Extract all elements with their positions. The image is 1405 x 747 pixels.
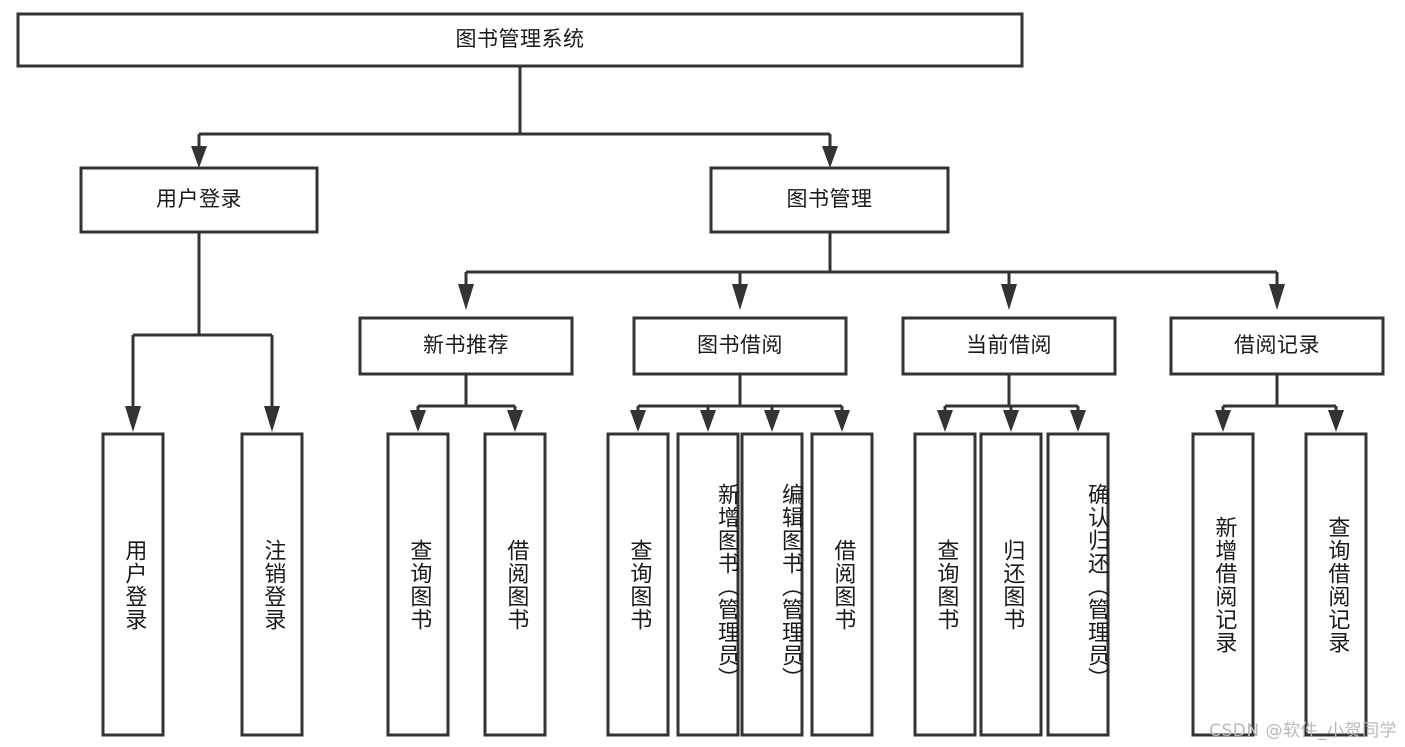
node-leaf-logout-login[interactable]	[240, 432, 304, 737]
arrow-to-leaf-return-book	[1003, 410, 1019, 432]
node-leaf-return-book[interactable]	[979, 432, 1043, 737]
arrow-to-borrow-record	[1269, 284, 1285, 310]
arrow-to-leaf-query-record	[1328, 410, 1344, 432]
node-current-borrow[interactable]	[901, 316, 1117, 376]
node-leaf-query-book-1[interactable]	[386, 432, 450, 737]
arrow-to-leaf-logout-login	[264, 406, 280, 432]
arrow-to-book-management	[822, 146, 838, 168]
arrow-to-leaf-confirm-return	[1070, 410, 1086, 432]
node-book-management[interactable]	[709, 166, 950, 234]
arrow-to-user-login	[191, 146, 207, 168]
arrow-to-current-borrow	[1001, 284, 1017, 310]
node-leaf-borrow-book-1[interactable]	[483, 432, 547, 737]
node-leaf-user-login[interactable]	[101, 432, 165, 737]
arrow-to-new-book-recommend	[458, 284, 474, 310]
node-book-borrow[interactable]	[632, 316, 848, 376]
node-leaf-edit-book[interactable]	[740, 432, 804, 737]
node-leaf-confirm-return[interactable]	[1046, 432, 1110, 737]
arrow-to-leaf-edit-book	[764, 410, 780, 432]
arrow-to-leaf-query-book-3	[937, 410, 953, 432]
node-leaf-query-record[interactable]	[1304, 432, 1368, 737]
node-root[interactable]	[16, 12, 1024, 68]
arrow-to-leaf-query-book-1	[410, 410, 426, 432]
arrow-to-leaf-query-book-2	[630, 410, 646, 432]
node-borrow-record[interactable]	[1169, 316, 1385, 376]
arrow-to-leaf-user-login	[125, 406, 141, 432]
node-user-login[interactable]	[79, 166, 319, 234]
arrow-to-leaf-borrow-book-2	[834, 410, 850, 432]
arrow-to-book-borrow	[732, 284, 748, 310]
node-new-book-recommend[interactable]	[358, 316, 574, 376]
arrow-to-leaf-add-book	[700, 410, 716, 432]
node-leaf-query-book-3[interactable]	[913, 432, 977, 737]
arrow-to-leaf-add-record	[1215, 410, 1231, 432]
csdn-watermark: CSDN @软件_小贺同学	[1209, 721, 1397, 741]
node-leaf-add-book[interactable]	[676, 432, 740, 737]
node-leaf-query-book-2[interactable]	[606, 432, 670, 737]
arrow-to-leaf-borrow-book-1	[507, 410, 523, 432]
node-leaf-add-record[interactable]	[1191, 432, 1255, 737]
node-leaf-borrow-book-2[interactable]	[810, 432, 874, 737]
